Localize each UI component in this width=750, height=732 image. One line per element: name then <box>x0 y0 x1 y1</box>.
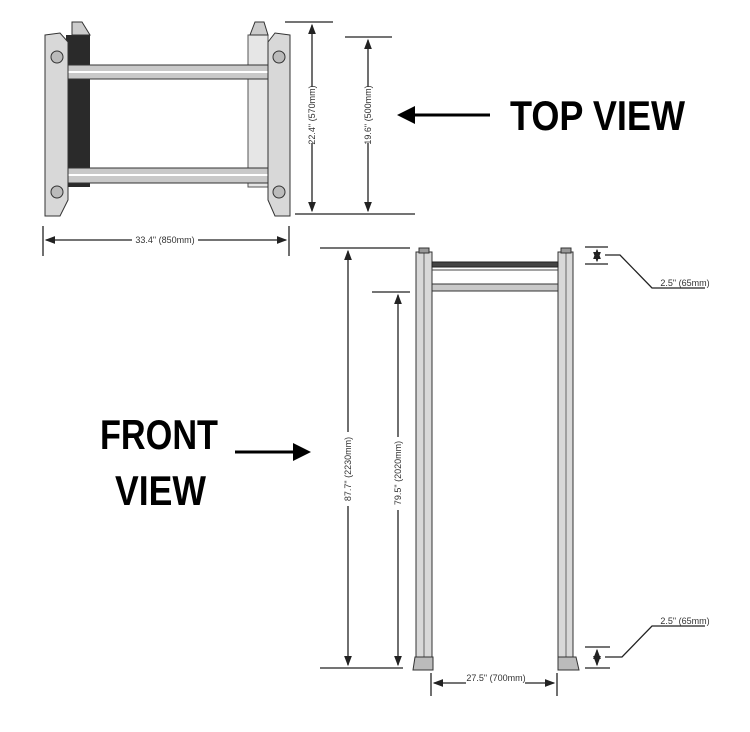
bolt-icon <box>50 50 64 64</box>
front-view-drawing <box>412 247 580 671</box>
bottom-base-label: 2.5" (65mm) <box>660 616 709 626</box>
bolt-icon <box>272 50 286 64</box>
inner-depth-label: 19.6" (500mm) <box>363 85 373 144</box>
outer-depth-label: 22.4" (570mm) <box>307 85 317 144</box>
left-foot <box>412 656 434 671</box>
top-view-dimensions: 22.4" (570mm) 19.6" (500mm) 33.4" (850mm… <box>42 21 415 256</box>
top-cap-label: 2.5" (65mm) <box>660 278 709 288</box>
front-view-title-line2: VIEW <box>115 467 206 514</box>
right-post <box>267 32 291 217</box>
left-panel-dark <box>66 35 90 187</box>
left-post <box>44 32 69 217</box>
top-view-drawing <box>44 21 291 217</box>
top-view-title: TOP VIEW <box>510 92 685 139</box>
bolt-icon <box>272 185 286 199</box>
front-view-title-line1: FRONT <box>100 411 218 458</box>
crossbar <box>431 283 559 292</box>
passage-height-label: 79.5" (2020mm) <box>393 441 403 505</box>
right-foot <box>557 656 580 671</box>
front-view-dimensions: 87.7" (2230mm) 79.5" (2020mm) 27.5" (700… <box>320 246 710 696</box>
passage-width-label: 27.5" (700mm) <box>466 673 525 683</box>
total-height-label: 87.7" (2230mm) <box>343 437 353 501</box>
width-label: 33.4" (850mm) <box>135 235 194 245</box>
right-panel <box>247 34 269 188</box>
bolt-icon <box>50 185 64 199</box>
top-beam <box>431 261 559 268</box>
